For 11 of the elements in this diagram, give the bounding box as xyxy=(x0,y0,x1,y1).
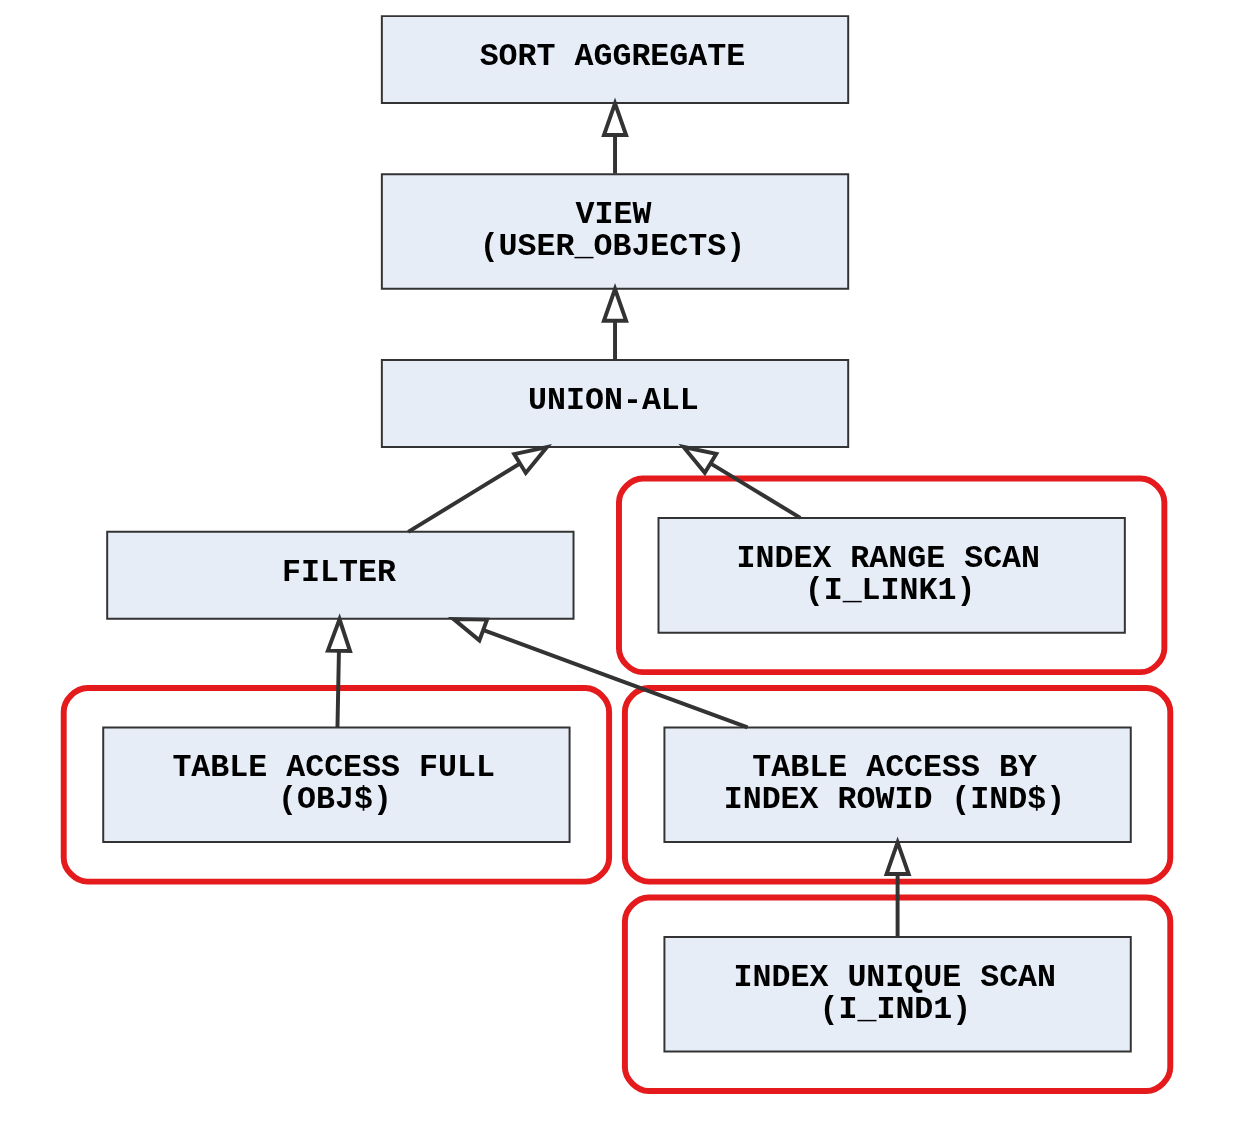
arrow xyxy=(600,97,629,174)
arrow xyxy=(600,283,629,360)
cluster xyxy=(621,894,1173,1095)
arrow xyxy=(447,617,748,730)
arrow xyxy=(406,443,552,534)
arrow xyxy=(324,613,353,728)
cluster xyxy=(60,685,612,885)
cluster xyxy=(621,685,1173,885)
arrow xyxy=(883,836,911,937)
arrow xyxy=(677,443,801,520)
cluster xyxy=(615,475,1167,676)
